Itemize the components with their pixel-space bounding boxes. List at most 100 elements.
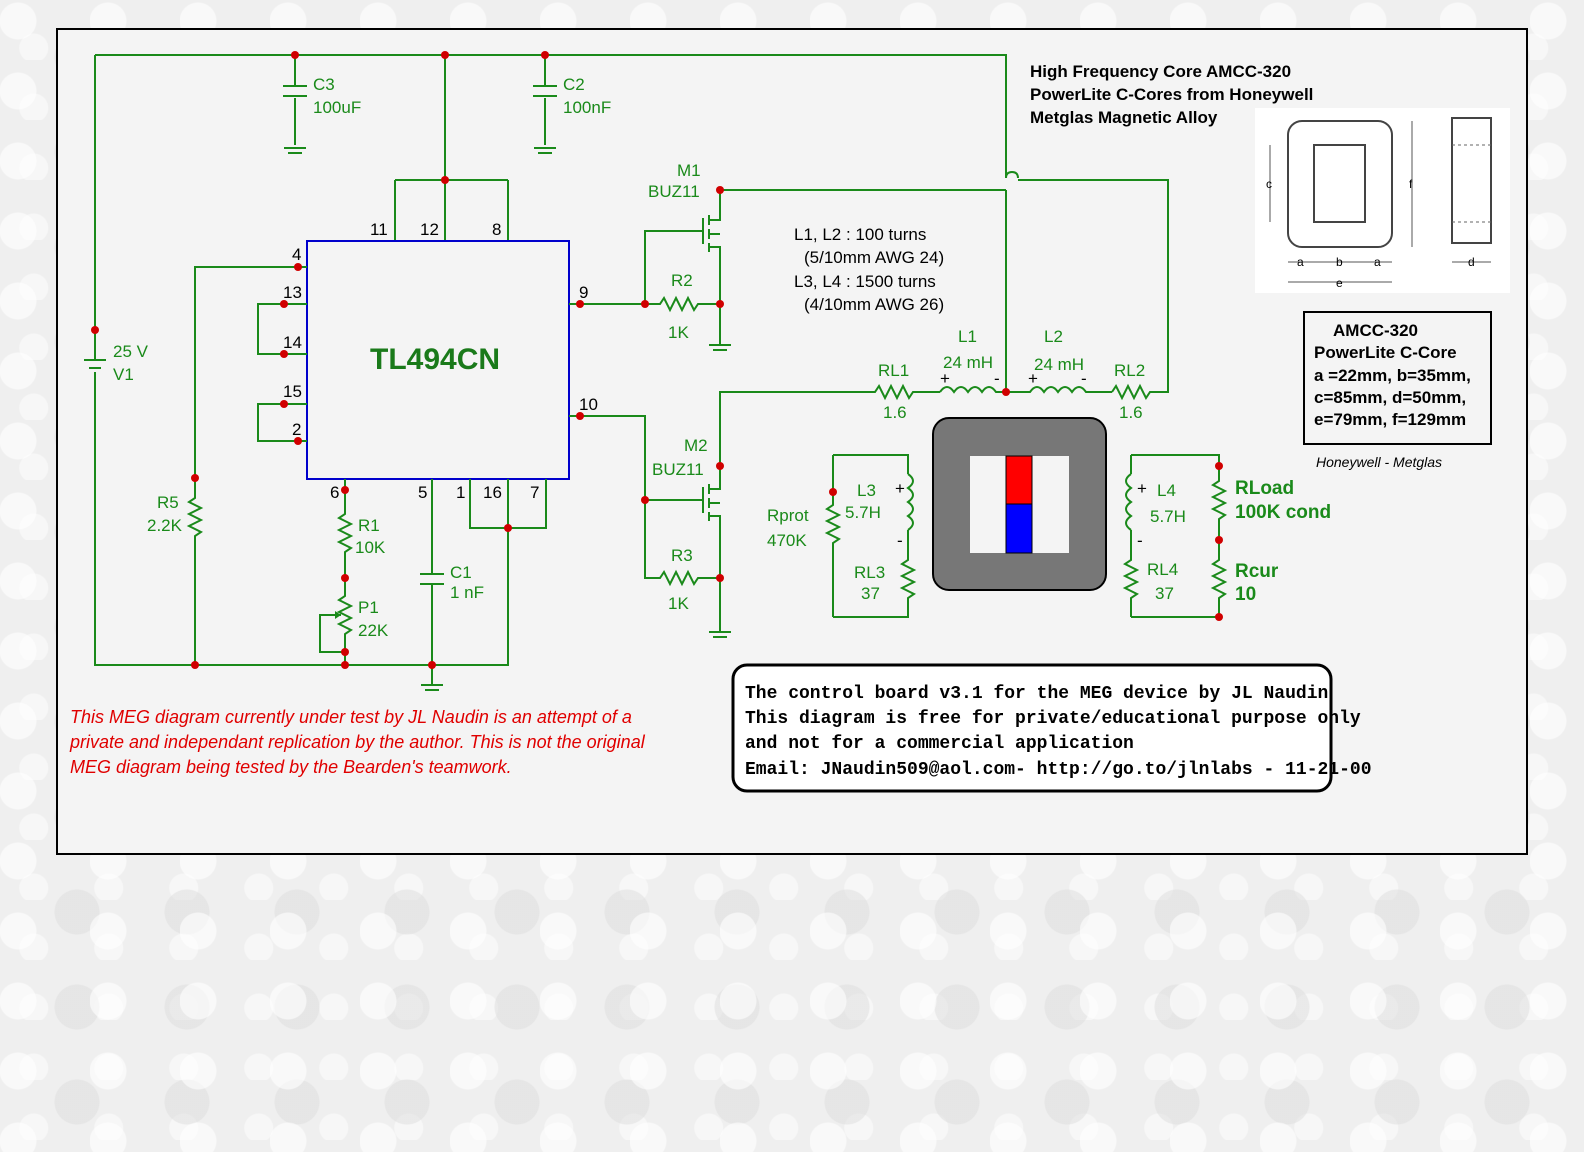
rl4-ref: RL4 bbox=[1147, 560, 1178, 579]
m2-mosfet: M2 BUZ11 R3 1K bbox=[644, 391, 858, 638]
disclaimer-3: MEG diagram being tested by the Bearden'… bbox=[70, 757, 512, 777]
rl3-value: 37 bbox=[861, 584, 880, 603]
dim-e: e bbox=[1336, 276, 1343, 290]
rl3-ref: RL3 bbox=[854, 563, 885, 582]
r1-ref: R1 bbox=[358, 516, 380, 535]
ic-tl494cn: TL494CN 11 12 8 4 13 14 15 2 9 10 6 5 1 … bbox=[283, 220, 598, 502]
winding-note-4: (4/10mm AWG 26) bbox=[804, 295, 944, 314]
rprot-ref: Rprot bbox=[767, 506, 809, 525]
core-spec-3: a =22mm, b=35mm, bbox=[1314, 366, 1471, 385]
pin-10: 10 bbox=[579, 395, 598, 414]
svg-text:+: + bbox=[1028, 369, 1038, 388]
core-header: High Frequency Core AMCC-320 PowerLite C… bbox=[1030, 62, 1313, 127]
l3-secondary: + - L3 5.7H RL3 37 Rprot 470K bbox=[767, 454, 917, 618]
l2-ref: L2 bbox=[1044, 327, 1063, 346]
l3-ref: L3 bbox=[857, 481, 876, 500]
dim-f: f bbox=[1409, 177, 1413, 191]
rload-ref: RLoad bbox=[1235, 478, 1294, 499]
core-spec-4: c=85mm, d=50mm, bbox=[1314, 388, 1466, 407]
c2-ref: C2 bbox=[563, 75, 585, 94]
winding-note-1: L1, L2 : 100 turns bbox=[794, 225, 926, 244]
c3-capacitor: C3 100uF bbox=[283, 75, 361, 154]
c2-value: 100nF bbox=[563, 98, 611, 117]
svg-text:-: - bbox=[994, 369, 1000, 388]
info-box: The control board v3.1 for the MEG devic… bbox=[731, 663, 1372, 793]
svg-text:-: - bbox=[1137, 531, 1143, 550]
winding-note-2: (5/10mm AWG 24) bbox=[804, 248, 944, 267]
core-header-1: High Frequency Core AMCC-320 bbox=[1030, 62, 1291, 81]
rl1-ref: RL1 bbox=[878, 361, 909, 380]
v1-ref: V1 bbox=[113, 365, 134, 384]
svg-text:+: + bbox=[895, 479, 905, 498]
pin-11: 11 bbox=[370, 220, 388, 239]
pin-2: 2 bbox=[292, 420, 301, 439]
dim-d: d bbox=[1468, 255, 1475, 269]
disclaimer-2: private and independant replication by t… bbox=[69, 732, 646, 752]
p1-potentiometer: P1 22K bbox=[335, 590, 389, 640]
magnet-north bbox=[1005, 455, 1033, 505]
magnet-south bbox=[1005, 503, 1033, 554]
pin-7: 7 bbox=[530, 483, 539, 502]
l4-ref: L4 bbox=[1157, 481, 1176, 500]
r3-value: 1K bbox=[668, 594, 689, 613]
v1-battery: 25 V V1 bbox=[84, 330, 149, 384]
rcur-value: 10 bbox=[1235, 584, 1256, 605]
l4-secondary: + - L4 5.7H RL4 37 RLoad 100K cond Rcur … bbox=[1122, 454, 1331, 618]
pin-1: 1 bbox=[456, 483, 465, 502]
r3-ref: R3 bbox=[671, 546, 693, 565]
rload-value: 100K cond bbox=[1235, 502, 1331, 523]
pin-16: 16 bbox=[483, 483, 502, 502]
rl2-ref: RL2 bbox=[1114, 361, 1145, 380]
svg-text:-: - bbox=[1081, 369, 1087, 388]
c1-capacitor: C1 1 nF bbox=[420, 545, 484, 602]
rl1-value: 1.6 bbox=[883, 403, 907, 422]
info-line-1: The control board v3.1 for the MEG devic… bbox=[745, 684, 1328, 704]
pin-4: 4 bbox=[292, 245, 301, 264]
core-spec-5: e=79mm, f=129mm bbox=[1314, 410, 1466, 429]
core-caption: Honeywell - Metglas bbox=[1316, 454, 1442, 470]
pin-8: 8 bbox=[492, 220, 501, 239]
pin-6: 6 bbox=[330, 483, 339, 502]
svg-text:+: + bbox=[1137, 479, 1147, 498]
core-dimension-drawing: c f a b a d e bbox=[1255, 108, 1510, 293]
dim-b: b bbox=[1336, 255, 1343, 269]
r1-value: 10K bbox=[355, 538, 386, 557]
m1-ref: M1 bbox=[677, 161, 701, 180]
pin-12: 12 bbox=[420, 220, 439, 239]
rl4-value: 37 bbox=[1155, 584, 1174, 603]
v1-value: 25 V bbox=[113, 342, 149, 361]
l2-value: 24 mH bbox=[1034, 355, 1084, 374]
pin-9: 9 bbox=[579, 283, 588, 302]
meg-core bbox=[932, 417, 1107, 591]
primary-coils: + - + - RL1 1.6 L1 24 mH L2 24 mH RL2 1.… bbox=[858, 179, 1169, 422]
r5-value: 2.2K bbox=[147, 516, 183, 535]
junction-nodes bbox=[91, 51, 1223, 669]
m2-part: BUZ11 bbox=[652, 460, 704, 479]
r2-ref: R2 bbox=[671, 271, 693, 290]
m2-ref: M2 bbox=[684, 436, 708, 455]
rl2-value: 1.6 bbox=[1119, 403, 1143, 422]
m1-part: BUZ11 bbox=[648, 182, 700, 201]
dim-c: c bbox=[1266, 177, 1272, 191]
m1-mosfet: M1 BUZ11 R2 1K bbox=[645, 161, 1006, 351]
l4-value: 5.7H bbox=[1150, 507, 1186, 526]
ic-title: TL494CN bbox=[370, 343, 500, 376]
pin-15: 15 bbox=[283, 382, 302, 401]
p1-value: 22K bbox=[358, 621, 389, 640]
r5-ref: R5 bbox=[157, 493, 179, 512]
power-rail-wires bbox=[94, 54, 1019, 666]
r1-resistor: R1 10K bbox=[336, 508, 386, 557]
core-spec-2: PowerLite C-Core bbox=[1314, 343, 1457, 362]
p1-ref: P1 bbox=[358, 598, 379, 617]
core-header-3: Metglas Magnetic Alloy bbox=[1030, 108, 1218, 127]
svg-text:+: + bbox=[940, 369, 950, 388]
dim-a-left: a bbox=[1297, 255, 1304, 269]
disclaimer: This MEG diagram currently under test by… bbox=[69, 707, 646, 777]
pin-14: 14 bbox=[283, 333, 302, 352]
rcur-ref: Rcur bbox=[1235, 561, 1279, 582]
c3-value: 100uF bbox=[313, 98, 361, 117]
pin-5: 5 bbox=[418, 483, 427, 502]
l1-ref: L1 bbox=[958, 327, 977, 346]
l3-value: 5.7H bbox=[845, 503, 881, 522]
